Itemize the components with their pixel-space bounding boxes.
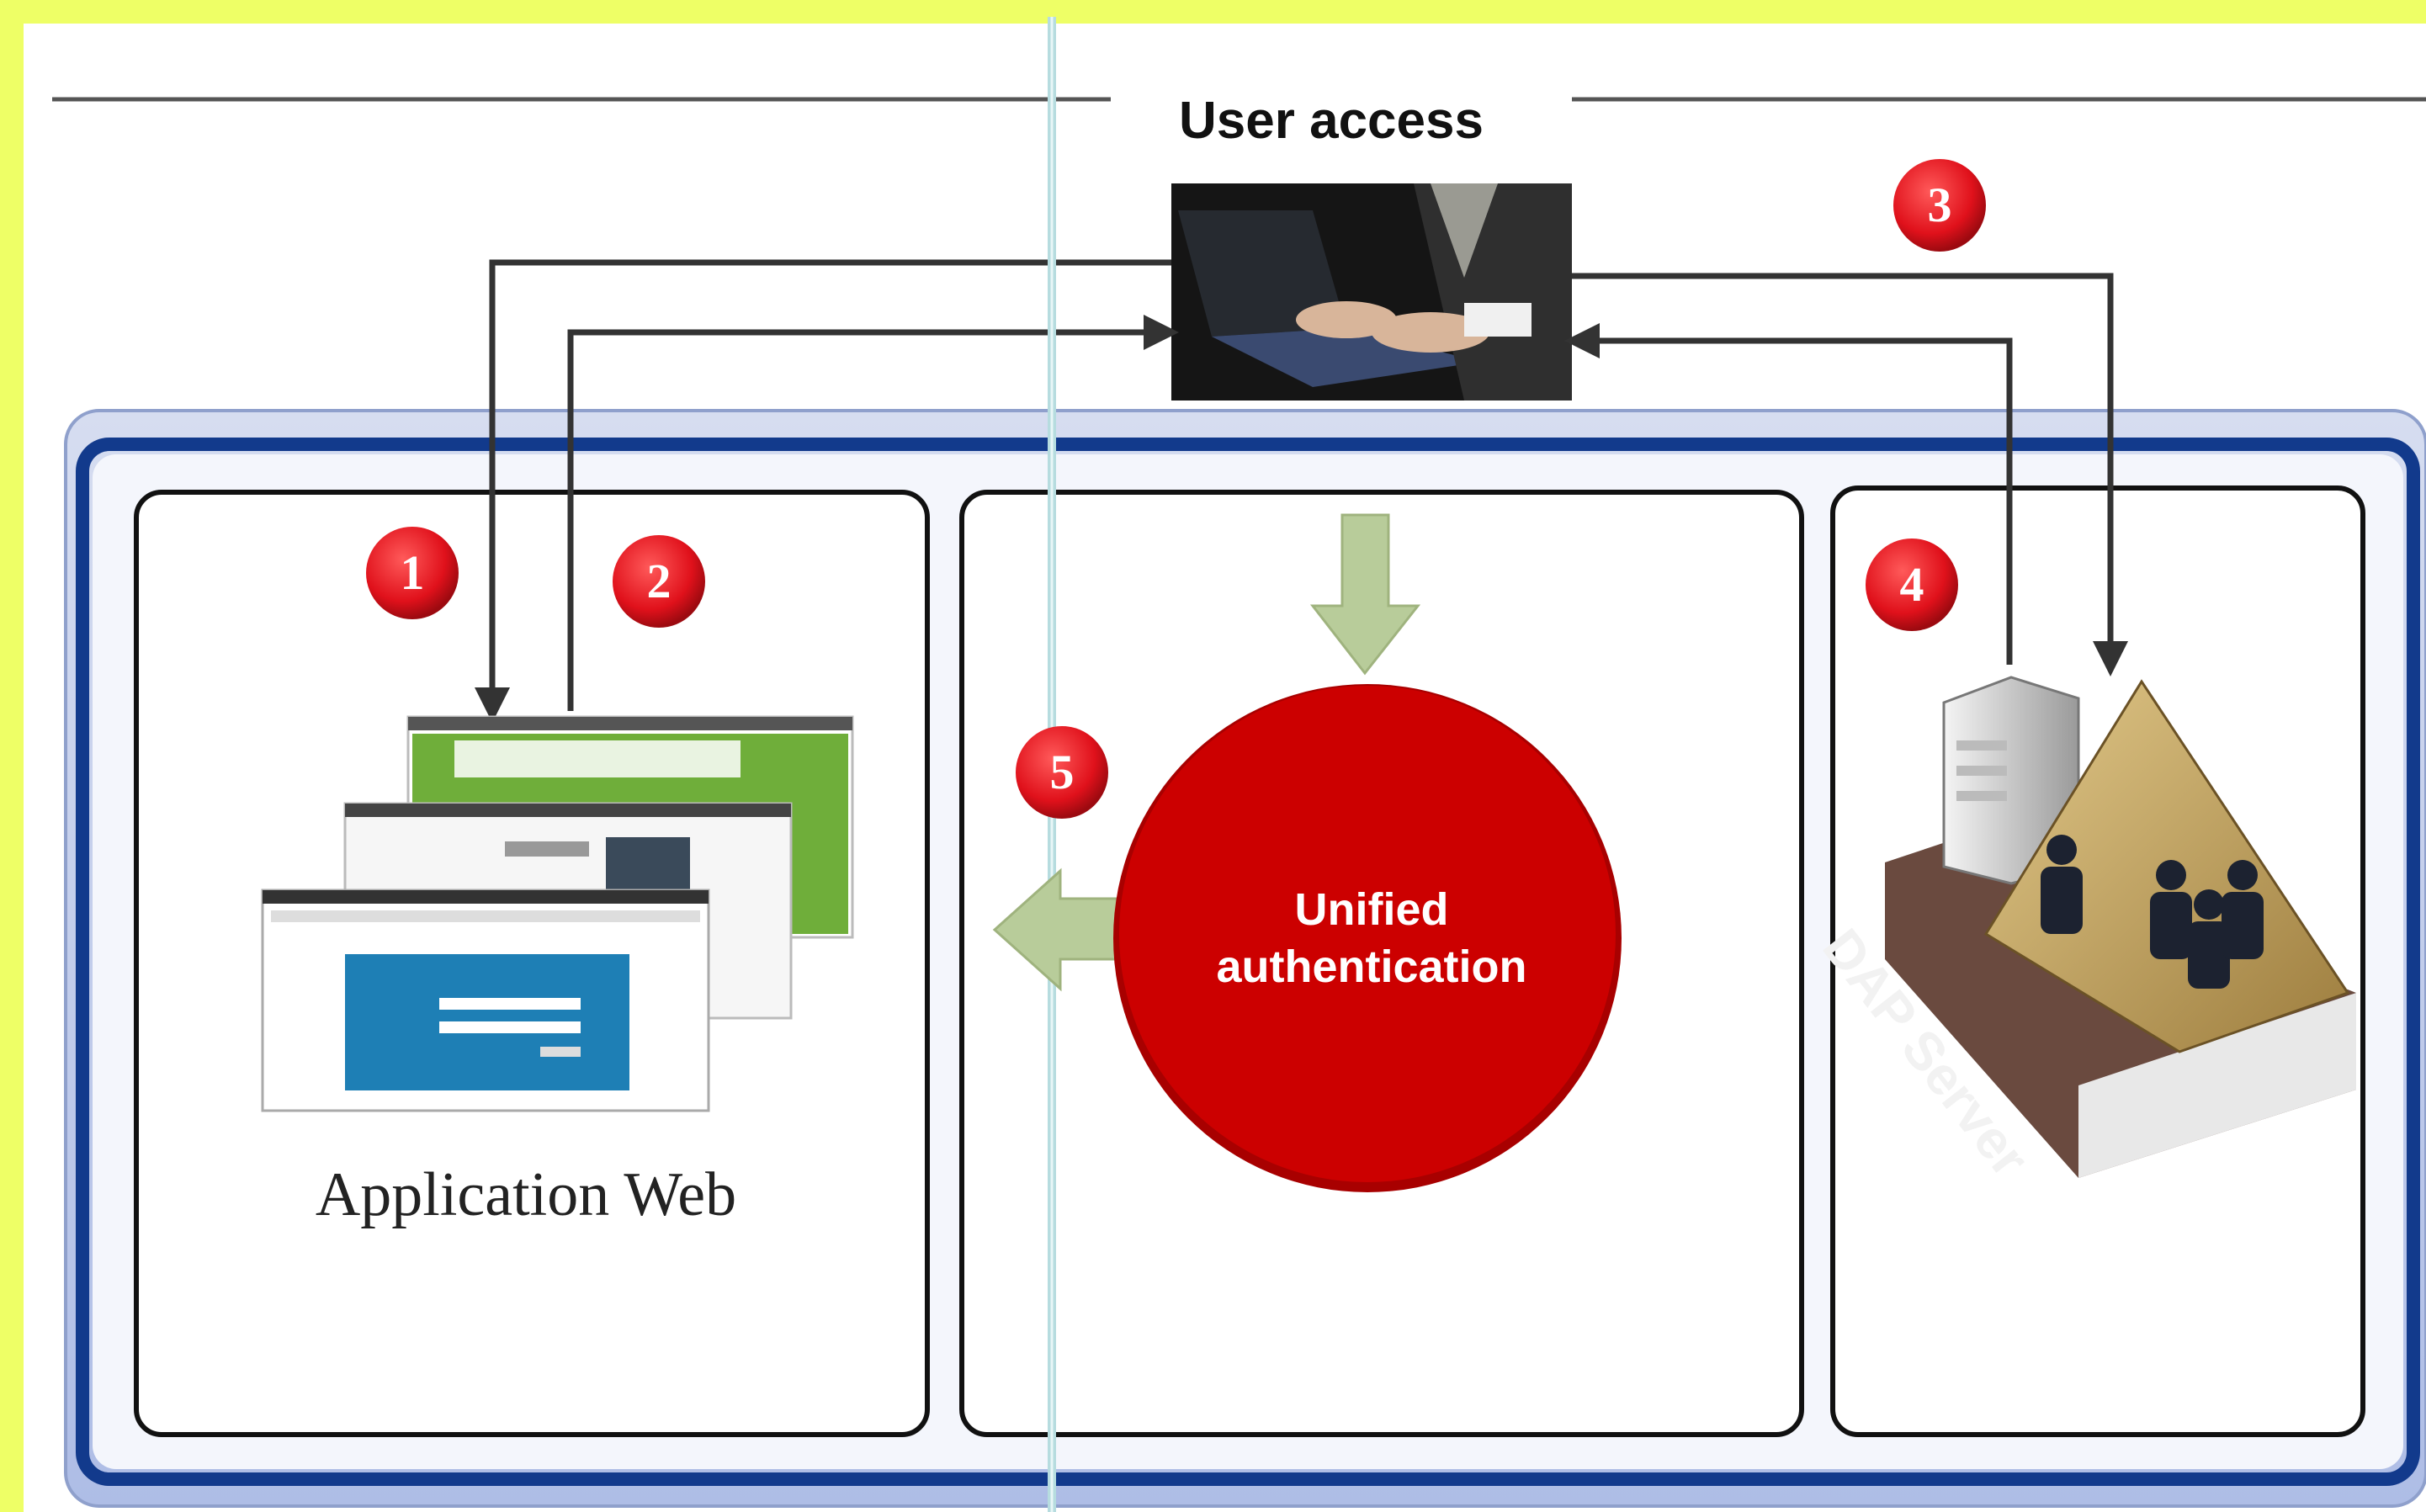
ldap-server-illustration	[1885, 676, 2356, 1178]
arrow-step-4	[1564, 323, 2013, 665]
diagram-title: User access	[1155, 91, 1508, 151]
web-pages-screenshots	[261, 715, 854, 1112]
connectors	[475, 259, 2128, 723]
step-number-1: 1	[400, 545, 425, 600]
step-badge-3	[1893, 159, 1986, 252]
green-arrow-down	[1309, 513, 1421, 676]
arrow-step-3	[1572, 273, 2128, 676]
step-badges	[366, 159, 1986, 819]
step-badge-5	[1016, 726, 1108, 819]
step-number-5: 5	[1049, 745, 1075, 799]
step-number-4: 4	[1899, 557, 1924, 612]
laptop-user-photo	[1171, 183, 1572, 401]
unified-auth-label-line2: authentication	[1216, 942, 1527, 992]
unified-auth-circle	[1119, 686, 1616, 1182]
step-badge-1	[366, 527, 459, 619]
step-number-3: 3	[1927, 178, 1952, 232]
arrow-step-2	[567, 315, 1179, 711]
step-number-2: 2	[646, 554, 672, 608]
arrow-step-1	[475, 259, 1171, 723]
step-badge-4	[1866, 538, 1958, 631]
application-web-label: Application Web	[315, 1160, 737, 1229]
step-badge-2	[613, 535, 705, 628]
unified-auth-label-line1: Unified	[1294, 884, 1449, 935]
outer-frame-inner-border	[76, 438, 2420, 1486]
